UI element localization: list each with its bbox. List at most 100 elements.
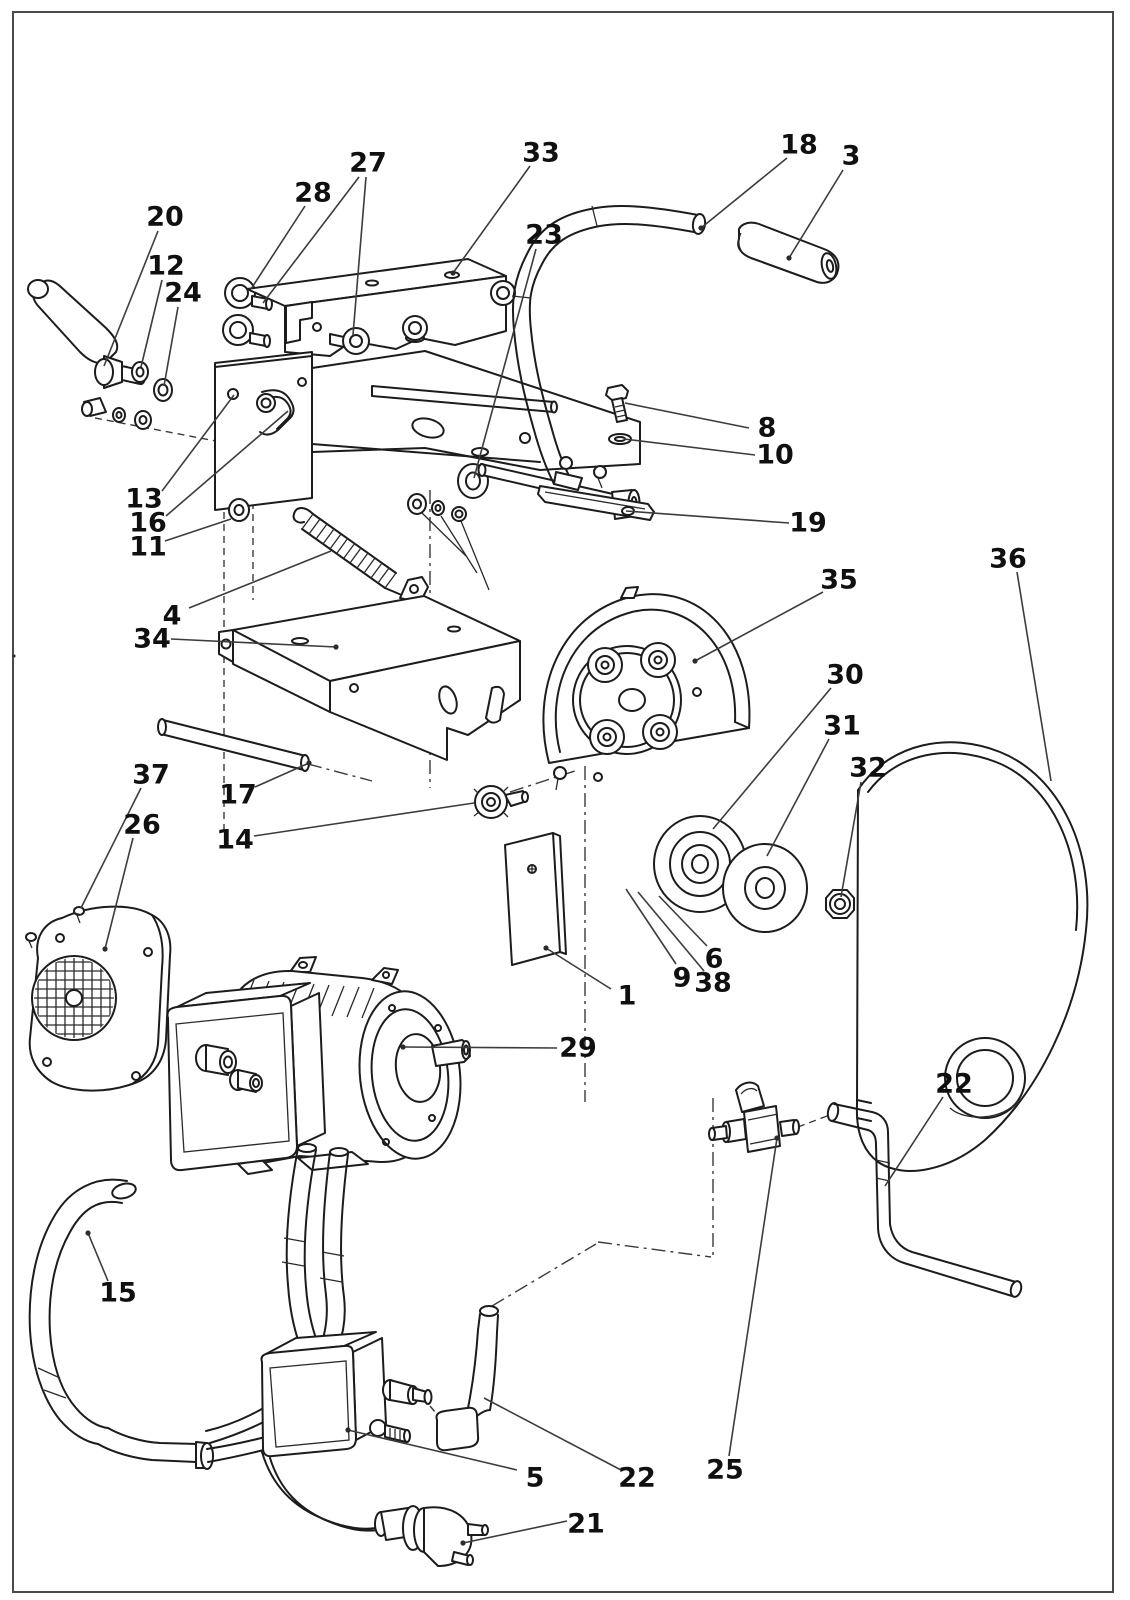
- leader-dot-29: [400, 1044, 406, 1050]
- bolt-8: [605, 384, 629, 423]
- leader-line-34: [170, 638, 337, 648]
- star-knob-28: [224, 277, 273, 311]
- part-label-18: 18: [780, 130, 818, 161]
- blade-guard: [542, 586, 751, 791]
- washer-10: [608, 433, 632, 445]
- leader-line-1: [545, 947, 612, 990]
- power-plug: [261, 1451, 489, 1567]
- electric-motor: [166, 956, 471, 1175]
- switch-box: [260, 1331, 433, 1458]
- water-pipe-22: [826, 1102, 1023, 1298]
- leader-line-14: [253, 802, 475, 837]
- leader-dot-21: [460, 1540, 466, 1546]
- page-border: [12, 11, 1114, 1593]
- washer-12: [131, 361, 149, 383]
- cover-screws-37: [25, 906, 85, 949]
- outer-flange-31: [722, 843, 808, 933]
- guard-cover: [855, 741, 1089, 1172]
- leader-line-8: [624, 402, 750, 429]
- fan-cover: [28, 905, 172, 1092]
- terminal-box: [166, 982, 326, 1172]
- leader-dot-3: [786, 255, 792, 261]
- spindle-nut-32: [825, 889, 855, 919]
- leader-line-13: [161, 394, 235, 492]
- leader-lines: [80, 157, 1052, 1546]
- part-label-4: 4: [163, 601, 182, 632]
- part-label-36: 36: [989, 544, 1027, 575]
- leader-line-24: [163, 306, 179, 387]
- stray-mark: [12, 654, 16, 658]
- leader-line-37: [80, 787, 142, 909]
- part-label-23: 23: [525, 220, 563, 251]
- washer-nut-set: [407, 493, 467, 522]
- washer-11: [228, 498, 250, 522]
- leader-line-11: [164, 518, 232, 542]
- leader-line-35: [694, 591, 824, 662]
- part-label-37: 37: [132, 760, 170, 791]
- part-label-25: 25: [706, 1455, 744, 1486]
- leader-dot-5: [345, 1427, 351, 1433]
- leader-line-17: [254, 762, 310, 788]
- part-label-33: 33: [522, 138, 560, 169]
- leader-line-4: [188, 550, 332, 609]
- leader-line-21: [462, 1520, 568, 1544]
- leader-dot-15: [85, 1230, 91, 1236]
- part-label-19: 19: [789, 508, 827, 539]
- drain-pipe-22: [435, 1305, 499, 1452]
- part-label-21: 21: [567, 1509, 605, 1540]
- part-label-5: 5: [526, 1463, 545, 1494]
- part-label-22a: 22: [935, 1069, 973, 1100]
- part-label-31: 31: [823, 711, 861, 742]
- guard-hub-cups: [587, 642, 678, 755]
- leader-line-9: [625, 888, 677, 965]
- guide-rod: [157, 718, 310, 772]
- leader-dot-18: [698, 225, 704, 231]
- leader-line-32: [840, 781, 862, 898]
- leader-line-22b: [483, 1397, 622, 1471]
- part-label-38: 38: [694, 968, 732, 999]
- tension-spring: [292, 507, 411, 603]
- leader-line-25: [728, 1137, 778, 1457]
- base-plate: [218, 576, 521, 761]
- leader-line-29: [402, 1046, 558, 1049]
- part-label-22b: 22: [618, 1463, 656, 1494]
- leader-line-27: [262, 176, 360, 304]
- part-label-9: 9: [673, 963, 692, 994]
- part-label-10: 10: [756, 440, 794, 471]
- leader-line-23: [473, 248, 537, 479]
- part-label-13: 13: [125, 484, 163, 515]
- part-label-17: 17: [219, 780, 257, 811]
- leader-dot-17: [306, 760, 312, 766]
- leader-line-22a: [884, 1096, 944, 1187]
- leader-line-36: [1016, 571, 1052, 782]
- leader-line-5: [347, 1429, 518, 1471]
- star-knob-14: [473, 785, 529, 819]
- leader-line-12: [140, 279, 163, 368]
- water-valve-25: [708, 1081, 800, 1153]
- leader-dot-25: [774, 1135, 780, 1141]
- part-label-28: 28: [294, 178, 332, 209]
- part-label-34: 34: [133, 624, 171, 655]
- cutting-blade: [504, 832, 567, 966]
- leader-line-30: [712, 687, 832, 830]
- leader-line-6: [658, 895, 708, 947]
- part-label-32: 32: [849, 753, 887, 784]
- part-label-30: 30: [826, 660, 864, 691]
- part-label-3: 3: [842, 141, 861, 172]
- top-bracket: [246, 258, 516, 357]
- part-label-8: 8: [758, 413, 777, 444]
- leader-line-15: [87, 1232, 109, 1282]
- leader-line-3: [788, 169, 844, 259]
- leader-line-20: [103, 230, 159, 367]
- washer-24: [153, 378, 173, 402]
- part-label-24: 24: [164, 278, 202, 309]
- part-label-1: 1: [618, 981, 637, 1012]
- part-label-14: 14: [216, 825, 254, 856]
- leader-line-19: [625, 510, 790, 524]
- leader-dot-35: [692, 658, 698, 664]
- knob-mid: [402, 315, 428, 343]
- leader-line-10: [623, 438, 756, 456]
- leader-line-31: [766, 738, 830, 857]
- part-label-16: 16: [129, 508, 167, 539]
